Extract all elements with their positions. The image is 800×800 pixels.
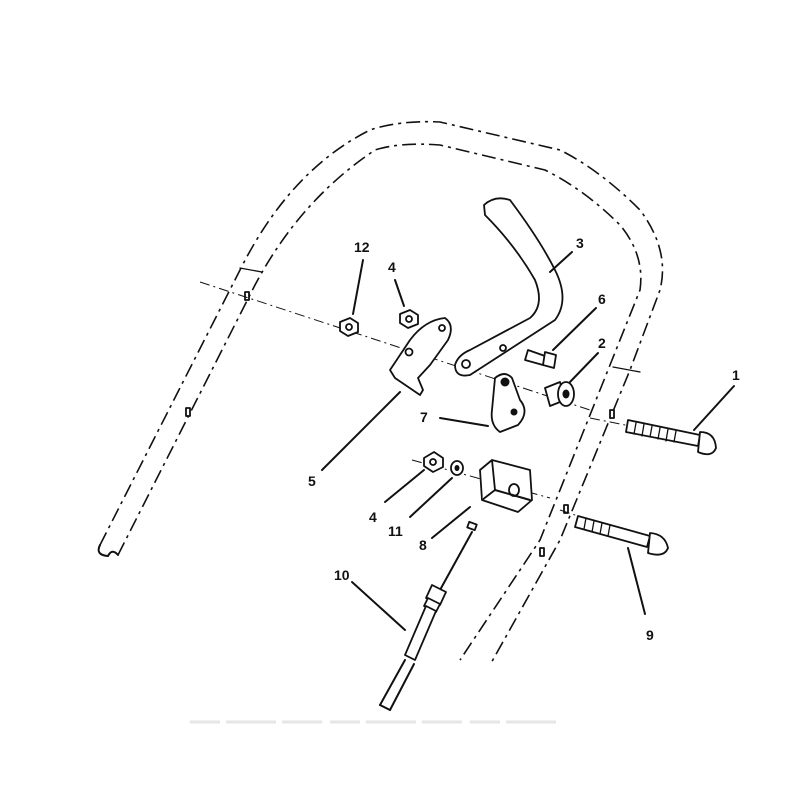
locknut (339, 317, 359, 337)
callout-1: 1 (732, 367, 740, 383)
control-lever (454, 197, 564, 377)
callout-11: 11 (388, 523, 403, 539)
leader-4-lower (384, 469, 425, 503)
handle-frame (97, 120, 664, 666)
callout-7: 7 (420, 409, 428, 425)
leader-7 (439, 417, 489, 427)
leader-4-upper (394, 279, 405, 307)
callout-5: 5 (308, 473, 316, 489)
leader-8 (431, 506, 471, 539)
nut-lower (423, 451, 444, 473)
leader-10 (351, 581, 406, 631)
leader-5 (321, 391, 401, 471)
leader-2 (569, 352, 599, 383)
nut-upper (399, 309, 419, 329)
callout-10: 10 (334, 567, 350, 583)
leader-12 (352, 259, 364, 315)
knob (544, 381, 575, 407)
leader-1 (693, 385, 735, 431)
callout-2: 2 (598, 335, 606, 351)
leader-lines (321, 251, 735, 631)
callout-4-lower: 4 (369, 509, 377, 525)
callout-12: 12 (354, 239, 370, 255)
leader-9 (627, 547, 646, 615)
callout-6: 6 (598, 291, 606, 307)
leader-11 (409, 477, 453, 518)
carriage-bolt-lower (574, 515, 669, 556)
cable-clamp (479, 459, 533, 513)
callout-9: 9 (646, 627, 654, 643)
mounting-bracket (389, 317, 452, 396)
callout-4-upper: 4 (388, 259, 396, 275)
carriage-bolt-upper (625, 419, 717, 456)
washer (450, 460, 464, 476)
leader-6 (552, 307, 597, 351)
bolt-small (524, 349, 557, 369)
callout-8: 8 (419, 537, 427, 553)
upper-assembly-axis (199, 281, 591, 411)
leader-3 (549, 251, 573, 273)
callout-numbers: 12 4 3 6 2 1 7 5 4 11 8 10 9 (308, 235, 740, 643)
actuator (490, 373, 526, 433)
control-cable (379, 520, 478, 711)
callout-3: 3 (576, 235, 584, 251)
